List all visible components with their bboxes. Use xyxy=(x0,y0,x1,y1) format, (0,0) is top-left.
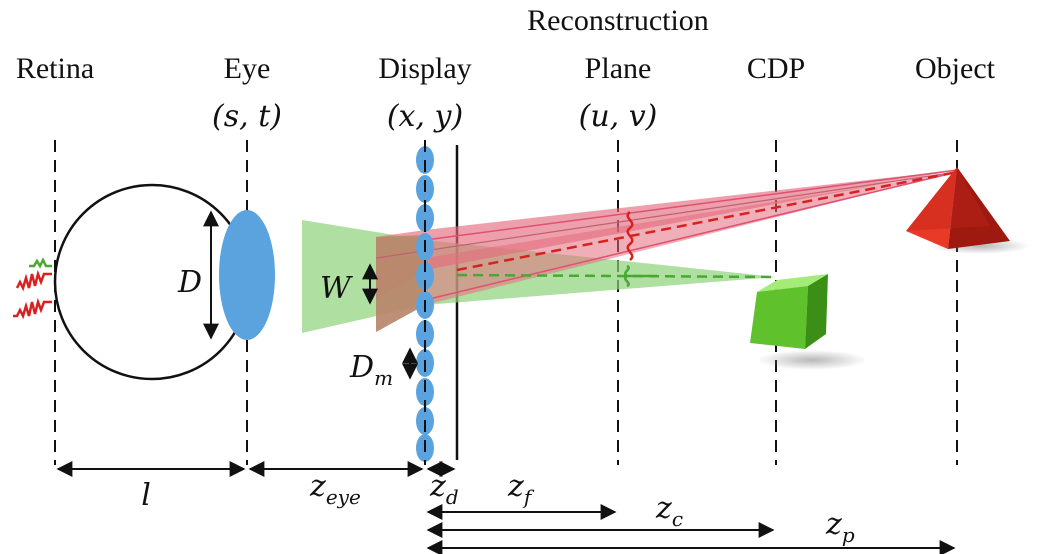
cube-shadow xyxy=(757,350,867,370)
l-label: l xyxy=(141,478,151,513)
retina-red-signal xyxy=(13,269,52,320)
retina-label: Retina xyxy=(16,52,94,85)
display-label: Display xyxy=(378,52,471,85)
red-ray-3 xyxy=(375,171,958,259)
eye-label: Eye xyxy=(224,52,271,85)
red-ray-2 xyxy=(424,171,958,301)
red-wave-plane xyxy=(626,211,634,261)
cdp-label: CDP xyxy=(747,52,805,85)
reconstruction-label: Reconstruction xyxy=(527,4,709,37)
retina-green-signal xyxy=(29,257,52,269)
z-c-label: zc xyxy=(655,491,683,531)
green-dashed-ray xyxy=(456,273,777,279)
red-beam-upper xyxy=(376,170,957,300)
beam-overlap xyxy=(376,235,425,332)
eye-coords-label: (s, t) xyxy=(212,99,282,134)
w-label: W xyxy=(320,271,353,306)
z-d-label: zd xyxy=(429,469,459,509)
red-ray-1 xyxy=(424,169,958,241)
d-label: D xyxy=(177,265,202,300)
z-f-label: zf xyxy=(507,469,535,509)
plane-coords-label: (u, v) xyxy=(579,99,658,134)
display-coords-label: (x, y) xyxy=(387,99,463,134)
plane-label: Plane xyxy=(585,52,652,85)
z-eye-label: zeye xyxy=(309,469,361,509)
green-cube xyxy=(750,274,828,349)
eye-lens xyxy=(219,210,275,340)
z-p-label: zp xyxy=(825,507,855,547)
red-beam-lower xyxy=(376,172,957,332)
red-dashed-ray xyxy=(456,170,958,272)
dm-label: Dm xyxy=(349,350,393,390)
object-label: Object xyxy=(915,52,996,85)
green-wave-plane xyxy=(624,264,657,288)
red-pyramid xyxy=(906,167,1010,249)
